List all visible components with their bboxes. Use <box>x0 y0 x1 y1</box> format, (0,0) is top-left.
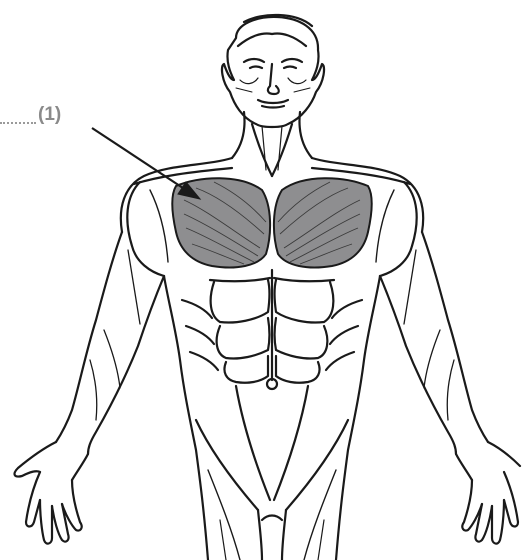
right-arm-outline <box>380 232 520 544</box>
neck-outline <box>232 112 312 176</box>
abdomen-outline <box>182 270 362 560</box>
head-outline <box>222 15 324 127</box>
callout-arrow <box>92 128 200 199</box>
left-arm-outline <box>15 232 164 544</box>
pectoral-muscles-highlight <box>172 178 372 267</box>
